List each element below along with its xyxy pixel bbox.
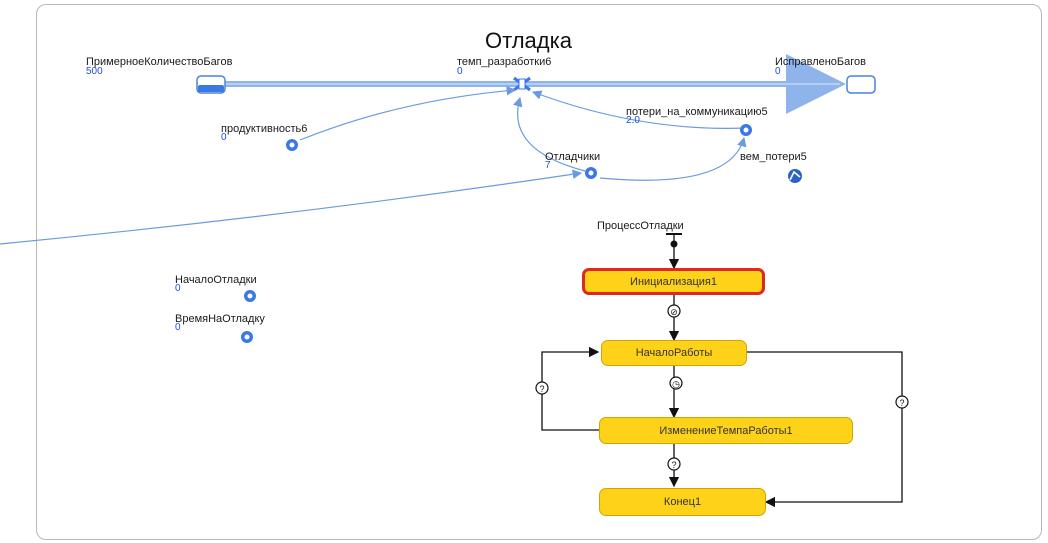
table-function-losses-label: вем_потери5 (740, 151, 807, 163)
variable-debug-time-icon[interactable] (241, 331, 253, 343)
variable-productivity-value: 0 (221, 132, 227, 143)
variable-debug-time-label: ВремяНаОтладку (175, 313, 265, 325)
svg-text:?: ? (671, 460, 676, 470)
link-external-to-debuggers (0, 169, 583, 245)
link-losses-to-flow (531, 90, 747, 129)
condition-icon: ? (895, 395, 909, 409)
link-debuggers-to-flow (513, 96, 586, 172)
variable-comm-losses-icon[interactable] (740, 124, 752, 136)
svg-text:◷: ◷ (672, 379, 680, 389)
variable-debuggers-value: 7 (545, 160, 551, 171)
flow-dev-rate-value: 0 (457, 66, 463, 77)
variable-productivity-icon[interactable] (286, 139, 298, 151)
svg-text:⊘: ⊘ (670, 307, 678, 317)
state-end[interactable]: Конец1 (599, 488, 766, 516)
link-productivity-to-flow (299, 85, 517, 141)
variable-debuggers-label: Отладчики (545, 151, 601, 163)
variable-debug-start-value: 0 (175, 283, 181, 294)
flow-valve-icon[interactable] (513, 76, 531, 92)
stock-bugs-estimate-value: 500 (86, 66, 103, 77)
condition-icon: ? (535, 381, 549, 395)
variable-debug-start-label: НачалоОтладки (175, 274, 257, 286)
stock-bugs-fixed-value: 0 (775, 66, 781, 77)
transition-change-loop[interactable] (541, 346, 605, 431)
stock-bugs-fixed-icon[interactable] (846, 75, 876, 94)
variable-debug-time-value: 0 (175, 322, 181, 333)
variable-debug-start-icon[interactable] (244, 290, 256, 302)
condition-icon: ? (667, 457, 681, 471)
variable-comm-losses-label: потери_на_коммуникацию5 (626, 106, 768, 118)
transition-start-to-end[interactable] (747, 351, 903, 508)
svg-text:?: ? (899, 398, 904, 408)
timeout-icon: ◷ (669, 376, 683, 390)
entry-point-dot (670, 240, 678, 248)
svg-text:?: ? (539, 384, 544, 394)
condition-icon: ⊘ (667, 304, 681, 318)
table-function-losses-icon[interactable] (788, 169, 802, 183)
state-rate-change[interactable]: ИзменениеТемпаРаботы1 (599, 417, 853, 444)
link-debuggers-to-losses (599, 136, 747, 181)
stock-bugs-estimate-label: ПримерноеКоличествоБагов (86, 56, 233, 68)
statechart-name: ПроцессОтладки (597, 220, 684, 232)
diagram-frame (36, 4, 1042, 540)
state-initialization[interactable]: Инициализация1 (582, 268, 765, 295)
diagram-title: Отладка (485, 28, 572, 53)
stock-bugs-fixed-label: ИсправленоБагов (775, 56, 866, 68)
state-work-start[interactable]: НачалоРаботы (601, 340, 747, 366)
variable-productivity-label: продуктивность6 (221, 123, 308, 135)
flow-dev-rate-label: темп_разработки6 (457, 56, 552, 68)
variable-comm-losses-value: 2.0 (626, 115, 640, 126)
variable-debuggers-icon[interactable] (585, 167, 597, 179)
